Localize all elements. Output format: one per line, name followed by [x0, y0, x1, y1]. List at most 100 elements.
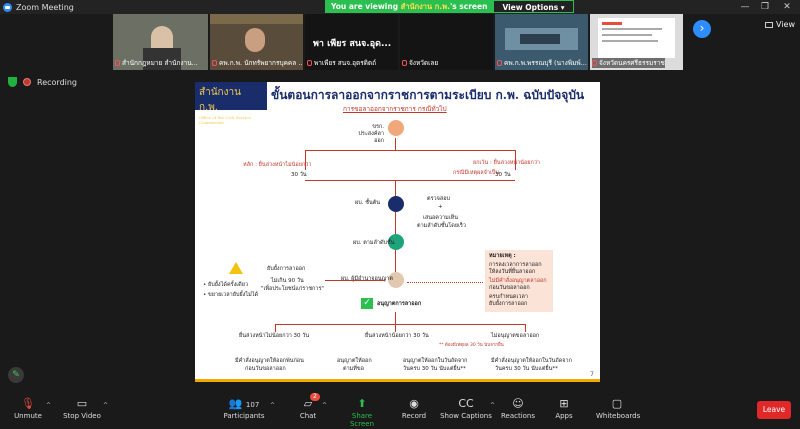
- meeting-status: Recording: [8, 77, 77, 87]
- recording-icon: [23, 78, 31, 86]
- maximize-icon[interactable]: ❐: [760, 2, 770, 12]
- participants-options-chevron[interactable]: ^: [270, 402, 276, 409]
- column-foot: ก่อนวันขอลาออก: [245, 366, 286, 372]
- window-title: Zoom Meeting: [16, 2, 74, 12]
- view-button[interactable]: View: [765, 20, 795, 29]
- video-camera-icon: ▭: [76, 397, 88, 410]
- delay-bullet: • ยับยั้งได้ครั้งเดียว: [203, 282, 249, 288]
- column-foot: วันครบ 30 วัน นับแต่ยื่น**: [403, 366, 466, 372]
- mic-muted-icon: 🎙: [21, 397, 35, 410]
- step-opinion: เสนอความเห็น: [423, 215, 459, 221]
- chat-options-chevron[interactable]: ^: [322, 402, 328, 409]
- actor-label: ผบ. ชั้นต้น: [355, 200, 381, 206]
- whiteboards-button[interactable]: ▢ Whiteboards: [596, 397, 641, 420]
- record-icon: ◉: [409, 397, 419, 410]
- captions-cc-icon: CC: [458, 397, 474, 410]
- ocsc-logo: สำนักงาน ก.พ.Office of the Civil Service…: [195, 82, 267, 125]
- page-number: 7: [590, 371, 594, 378]
- close-icon[interactable]: ✕: [783, 2, 791, 12]
- column-head: ไม่อนุญาตขอลาออก: [491, 333, 540, 339]
- viewing-message: You are viewing สำนักงาน ก.พ.'s screen: [325, 0, 494, 13]
- column-head: ยื่นล่วงหน้าน้อยกว่า 30 วัน: [365, 333, 429, 339]
- participant-tile[interactable]: สำนักกฎหมาย สำนักงาน...: [113, 14, 208, 70]
- slide-title: ขั้นตอนการลาออกจากราชการตามระเบียบ ก.พ. …: [271, 88, 585, 102]
- grid-view-icon: [765, 21, 773, 28]
- column-foot: มีคำสั่งอนุญาตให้ออกในวันถัดจาก: [491, 358, 572, 364]
- person-icon: [388, 272, 404, 288]
- actor-label: ขรก. ประสงค์ลาออก: [358, 124, 384, 144]
- chat-badge: 2: [310, 393, 320, 401]
- show-captions-button[interactable]: CC Show Captions: [440, 397, 492, 420]
- column-foot: อนุญาตให้ออก: [337, 358, 372, 364]
- slide-footer-bar: [195, 379, 600, 382]
- participant-name-placeholder: พา เพียร สนจ.อุด...: [313, 39, 392, 49]
- muted-mic-icon: [212, 60, 217, 66]
- apps-button[interactable]: ⊞ Apps: [552, 396, 576, 420]
- approve-check-icon: ✓: [361, 298, 373, 309]
- main-rule-days: 30 วัน: [291, 172, 307, 178]
- whiteboard-icon: ▢: [611, 397, 623, 410]
- person-icon: [388, 120, 404, 136]
- security-shield-icon[interactable]: [8, 77, 17, 87]
- shared-screen: สำนักงาน ก.พ.Office of the Civil Service…: [195, 82, 600, 382]
- reactions-smiley-icon: ☺: [512, 397, 524, 410]
- minimize-icon[interactable]: —: [740, 2, 750, 12]
- reactions-button[interactable]: ☺ Reactions: [500, 397, 536, 420]
- stop-video-button[interactable]: ▭ Stop Video: [60, 396, 104, 420]
- chat-button[interactable]: ▱ Chat: [296, 396, 320, 420]
- participant-tile[interactable]: จังหวัดเลย: [400, 14, 493, 70]
- record-button[interactable]: ◉ Record: [398, 396, 430, 420]
- muted-mic-icon: [307, 60, 312, 66]
- delay-title: ยับยั้งการลาออก: [267, 266, 306, 272]
- column-foot: วันครบ 30 วัน นับแต่ยื่น**: [495, 366, 558, 372]
- participants-button[interactable]: 👥 107 Participants: [223, 397, 265, 420]
- muted-mic-icon: [497, 60, 502, 66]
- step-chain: ตามลำดับชั้นโดยเร็ว: [417, 223, 466, 229]
- chat-bubble-icon: ▱: [303, 397, 313, 410]
- person-icon: [388, 234, 404, 250]
- delay-reason: "เพื่อประโยชน์แก่ราชการ": [261, 286, 324, 292]
- audio-options-chevron[interactable]: ^: [46, 402, 52, 409]
- view-options-button[interactable]: View Options ▾: [493, 0, 574, 13]
- meeting-toolbar: 🎙 Unmute ^ ▭ Stop Video ^ 👥 107 Particip…: [0, 393, 800, 429]
- warning-icon: [229, 262, 243, 274]
- participants-icon: 👥 107: [228, 397, 260, 410]
- zoom-logo-icon: [3, 2, 12, 12]
- column-head: ยื่นล่วงหน้าไม่น้อยกว่า 30 วัน: [239, 333, 310, 339]
- apps-icon: ⊞: [559, 397, 569, 410]
- participant-tile[interactable]: คพ.ก.พ. นักทรัพยากรบุคคล ...: [210, 14, 303, 70]
- participant-tile[interactable]: คพ.ก.พ.พรรณบุรี (นางพิมพ์...: [495, 14, 588, 70]
- muted-mic-icon: [592, 60, 597, 66]
- unmute-button[interactable]: 🎙 Unmute: [10, 396, 46, 420]
- step-plus: +: [438, 204, 443, 210]
- actor-label: ผบ. ตามลำดับชั้น: [353, 240, 395, 246]
- leave-button[interactable]: Leave: [757, 401, 791, 419]
- delay-days: ไม่เกิน 90 วัน: [271, 278, 304, 284]
- annotate-pencil-icon[interactable]: ✎: [8, 367, 24, 383]
- exception-rule: ยกเว้น : ยื่นล่วงหน้าน้อยกว่า: [473, 160, 541, 166]
- column-foot: มีคำสั่งอนุญาตให้ออกพ้นก่อน: [235, 358, 304, 364]
- recording-label: Recording: [37, 77, 78, 87]
- participant-tile[interactable]: จังหวัดนครศรีธรรมราช: [590, 14, 683, 70]
- next-page-button[interactable]: ›: [693, 20, 711, 38]
- video-options-chevron[interactable]: ^: [103, 402, 109, 409]
- captions-options-chevron[interactable]: ^: [490, 402, 496, 409]
- step-check: ตรวจสอบ: [427, 196, 450, 202]
- slide-subtitle: การขอลาออกจากราชการ กรณีทั่วไป: [343, 105, 447, 113]
- participant-strip: สำนักกฎหมาย สำนักงาน... คพ.ก.พ. นักทรัพย…: [0, 14, 800, 70]
- muted-mic-icon: [402, 60, 407, 66]
- main-rule: หลัก : ยื่นล่วงหน้าไม่น้อยกว่า: [243, 162, 312, 168]
- column-foot: ตามที่ขอ: [343, 366, 364, 372]
- exception-case: กรณีมีเหตุผลจำเป็น: [453, 170, 500, 176]
- delay-bullet: • ขยายเวลายับยั้งไม่ได้: [203, 292, 259, 298]
- viewing-banner: You are viewing สำนักงาน ก.พ.'s screen V…: [325, 0, 574, 13]
- approve-label: อนุญาตการลาออก: [377, 301, 422, 307]
- person-icon: [388, 196, 404, 212]
- muted-mic-icon: [115, 60, 120, 66]
- column-note: ** ต้องมีเหตุผล 30 วัน นับจากยื่น: [439, 343, 504, 348]
- participant-tile[interactable]: พา เพียร สนจ.อุด... พาเพียร สนจ.อุตรดิตถ…: [305, 14, 398, 70]
- column-foot: อนุญาตให้ออกในวันถัดจาก: [403, 358, 468, 364]
- share-screen-button[interactable]: ⬆ Share Screen: [340, 396, 384, 428]
- actor-label: ผบ. ผู้มีอำนาจอนุญาต: [341, 276, 393, 282]
- exception-days: 30 วัน: [495, 172, 511, 178]
